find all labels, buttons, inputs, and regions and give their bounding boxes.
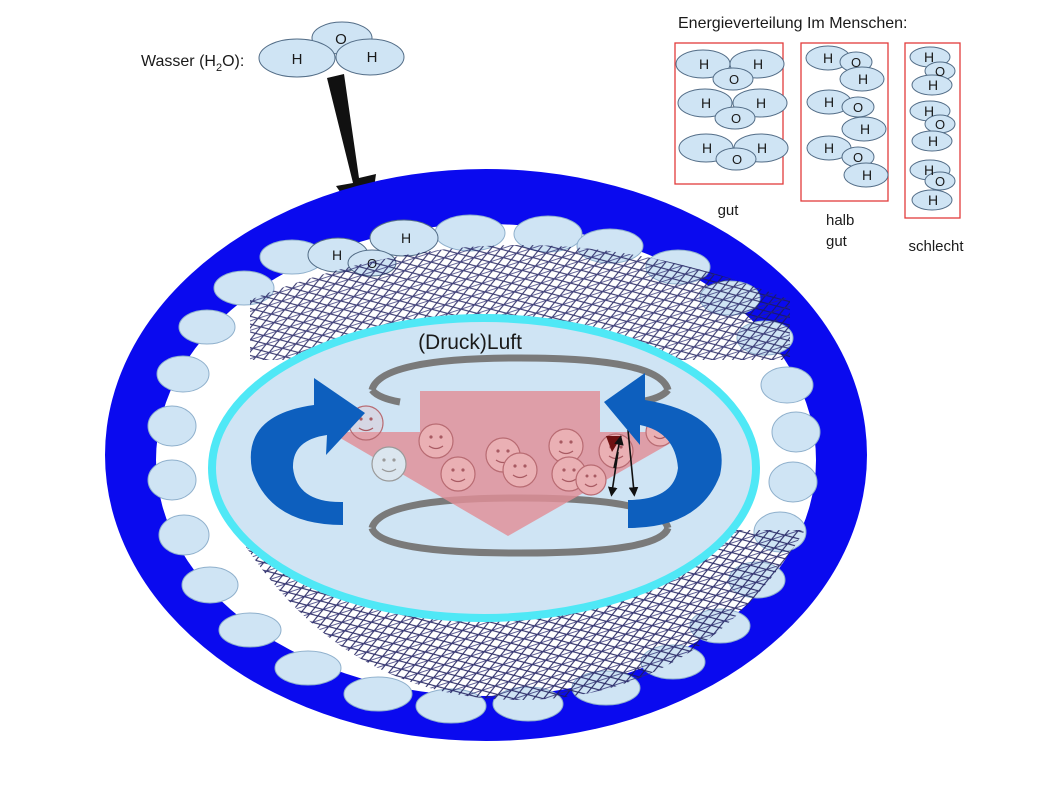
atom-label: H: [928, 133, 938, 149]
smiley-icon: [502, 452, 538, 488]
atom-label: H: [860, 121, 870, 137]
atom-label: H: [753, 56, 763, 72]
right-curved-arrow: [604, 373, 722, 528]
hydrogen-atom: [335, 38, 405, 76]
category-label-gut: gut: [718, 202, 740, 219]
atom-label: H: [824, 140, 834, 156]
atom-label: O: [935, 174, 945, 189]
atom-label: H: [924, 162, 934, 178]
category-box-schlecht: H O H H O H H O H: [904, 42, 961, 219]
atom-label: H: [701, 95, 711, 111]
atom-label: O: [335, 31, 347, 48]
atom-label: H: [292, 51, 303, 68]
atom-label: H: [332, 247, 342, 263]
atom-label: O: [731, 111, 741, 126]
h2o-molecule: H O H: [909, 100, 956, 152]
atom-label: H: [757, 140, 767, 156]
water-molecule: O H H: [258, 21, 405, 78]
atom-label: H: [367, 49, 378, 66]
atom-label: O: [935, 64, 945, 79]
atom-label: H: [756, 95, 766, 111]
smileys: [348, 405, 675, 496]
small-arrows: [606, 429, 639, 497]
atom-label: O: [729, 72, 739, 87]
atom-label: O: [853, 150, 863, 165]
atom-label: H: [401, 230, 411, 246]
smiley-icon: [371, 446, 407, 482]
atom-label: O: [732, 152, 742, 167]
atom-label: O: [935, 117, 945, 132]
smiley-icon: [548, 428, 584, 464]
atom-label: H: [924, 103, 934, 119]
atom-label: H: [928, 192, 938, 208]
smiley-icon: [418, 423, 454, 459]
atom-label: H: [928, 77, 938, 93]
water-label: Wasser (H2O):: [141, 53, 244, 74]
h2o-molecule: H O H: [806, 135, 889, 188]
h2o-molecule: H O H: [806, 89, 887, 142]
atom-label: H: [858, 71, 868, 87]
water-label-prefix: Wasser (H: [141, 53, 216, 70]
hydrogen-atom: [258, 38, 336, 78]
category-box-halb-gut: H O H H O H H O H: [800, 42, 889, 202]
atom-label: O: [853, 100, 863, 115]
svg-text:Wasser (H2O):: Wasser (H2O):: [141, 53, 244, 74]
smiley-icon: [440, 456, 476, 492]
h2o-molecule: H O H: [909, 159, 956, 211]
atom-label: H: [702, 140, 712, 156]
h2o-molecule: H O H: [909, 46, 956, 96]
h2o-molecule: H H O: [675, 49, 785, 91]
inner-chamber-label: (Druck)Luft: [418, 331, 522, 354]
atom-label: O: [851, 55, 861, 70]
smiley-icon: [575, 464, 607, 496]
category-label-halb-gut-line2: gut: [826, 233, 848, 250]
category-label-halb-gut-line1: halb: [826, 212, 854, 229]
water-label-suffix: O):: [222, 53, 244, 70]
atom-label: H: [823, 50, 833, 66]
h2o-molecule: H H O: [678, 133, 789, 171]
water-label-subscript: 2: [216, 62, 222, 74]
atom-label: H: [924, 49, 934, 65]
atom-label: H: [699, 56, 709, 72]
atom-label: H: [862, 167, 872, 183]
h2o-molecule: H O H: [805, 45, 885, 92]
category-box-gut: H H O H H O H H O: [674, 42, 789, 185]
left-curved-arrow: [250, 378, 365, 525]
category-label-schlecht: schlecht: [908, 238, 964, 255]
atom-label: H: [824, 94, 834, 110]
energy-panel-title: Energieverteilung Im Menschen:: [678, 15, 907, 32]
h2o-molecule: H H O: [677, 88, 788, 130]
